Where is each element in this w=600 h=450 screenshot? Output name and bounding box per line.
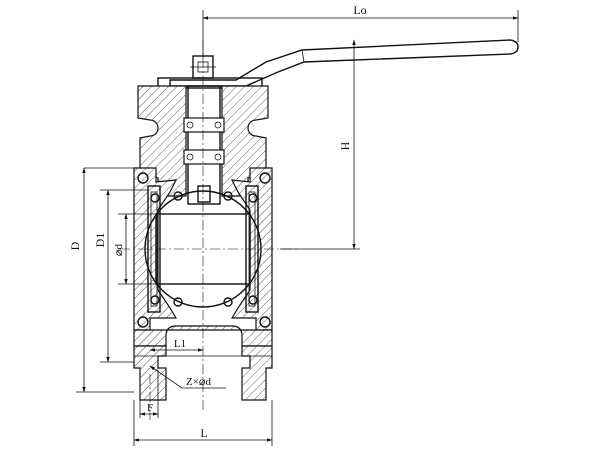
dim-lo-label: Lo bbox=[353, 3, 366, 17]
dim-d1-label: D1 bbox=[93, 233, 107, 248]
dim-l-label: L bbox=[200, 426, 207, 440]
dim-holes-label: Z×⌀d bbox=[186, 376, 212, 388]
dim-d-label: D bbox=[68, 241, 82, 250]
lever-handle bbox=[157, 39, 519, 89]
dim-d1: D1 bbox=[93, 189, 148, 363]
dim-d: D bbox=[68, 167, 134, 393]
dim-f: F bbox=[139, 370, 159, 418]
dim-bore-label: ⌀d bbox=[113, 243, 125, 256]
dim-h-label: H bbox=[338, 141, 352, 150]
dim-l: L bbox=[133, 400, 273, 446]
valve-stem bbox=[183, 85, 225, 205]
flange-left-leg bbox=[133, 345, 167, 401]
flange-right-leg bbox=[241, 345, 273, 401]
o-ring-seals bbox=[137, 172, 271, 328]
dim-lo: Lo bbox=[202, 3, 519, 58]
dim-h: H bbox=[280, 39, 360, 250]
dim-l1-label: L1 bbox=[174, 338, 186, 350]
dim-holes: Z×⌀d bbox=[149, 365, 226, 389]
dim-f-label: F bbox=[147, 402, 153, 414]
dim-bore: ⌀d bbox=[113, 213, 156, 285]
dim-l1: L1 bbox=[149, 338, 204, 352]
